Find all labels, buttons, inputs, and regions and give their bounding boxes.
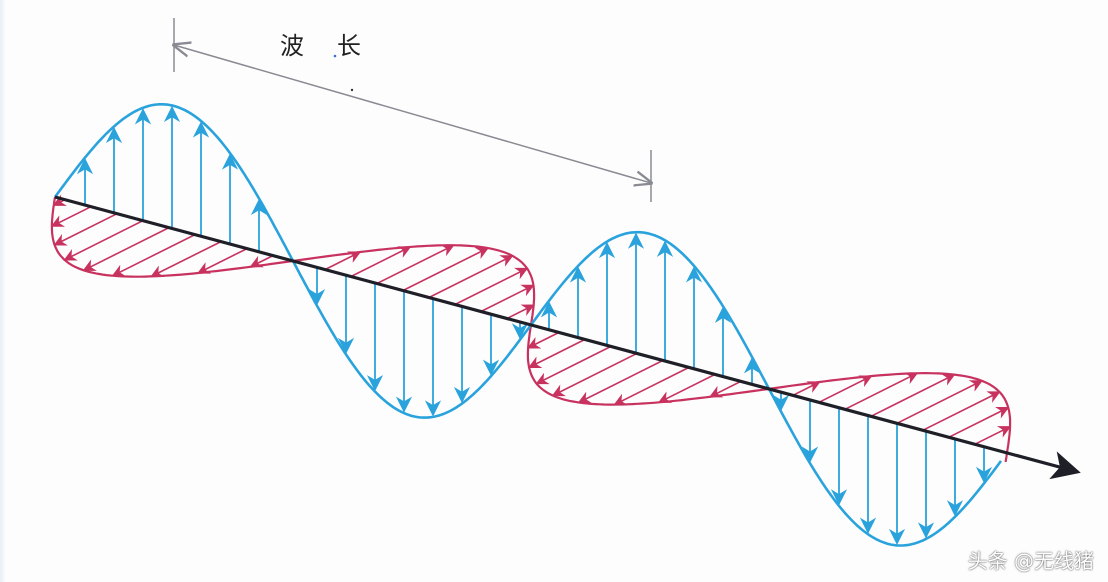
magnetic-vector-arrow [249, 254, 274, 268]
magnetic-vector-arrow [551, 352, 638, 397]
magnetic-vector-arrow [948, 406, 1010, 438]
magnetic-vector-arrow [613, 366, 690, 406]
magnetic-vector-arrow [111, 233, 196, 277]
magnetic-vector-arrow [708, 380, 742, 398]
magnetic-vector-arrow [376, 244, 455, 285]
magnetic-vector-arrow [454, 267, 529, 306]
magnetic-vector-arrow [428, 255, 514, 299]
magnetic-vector-arrow [922, 391, 1001, 431]
magnetic-vector-arrow [480, 284, 535, 313]
magnetic-vector-arrow [896, 380, 984, 425]
magnetic-vector-arrow [402, 247, 490, 292]
magnetic-vector-arrow [324, 251, 362, 271]
magnetic-vector-arrow [53, 212, 118, 246]
magnetic-vector-arrow [526, 331, 560, 349]
magnetic-vector-arrow [974, 425, 1012, 445]
magnetic-vector-arrow [535, 345, 612, 385]
propagation-axis [54, 195, 1081, 480]
magnetic-vector-arrow [577, 359, 664, 404]
stray-dot [350, 88, 354, 92]
magnetic-field-wave [50, 196, 1012, 463]
magnetic-vector-arrow [792, 381, 821, 397]
magnetic-vector-arrow [506, 304, 535, 320]
magnetic-vector-arrow [844, 372, 919, 411]
magnetic-vector-arrow [350, 246, 412, 278]
magnetic-vector-arrow [870, 373, 956, 418]
wavelength-char-1: 波 [280, 32, 304, 60]
wavelength-char-2: 长 [337, 32, 361, 60]
wavelength-dimension-line [174, 45, 651, 183]
magnetic-vector-arrow [818, 375, 873, 404]
magnetic-vector-arrow [657, 373, 716, 404]
magnetic-vector-arrow [197, 247, 248, 274]
wavelength-label: 波 长 [280, 26, 361, 61]
left-edge-shade [0, 0, 6, 582]
magnetic-vector-arrow [50, 205, 92, 227]
magnetic-vector-arrow [63, 219, 144, 261]
magnetic-vector-arrow [150, 240, 222, 278]
magnetic-vector-arrow [82, 226, 170, 272]
stray-dot [333, 54, 337, 58]
magnetic-field-vectors [50, 194, 1012, 445]
watermark: 头条 @无线猪 [967, 549, 1094, 573]
magnetic-vector-arrow [527, 338, 586, 369]
